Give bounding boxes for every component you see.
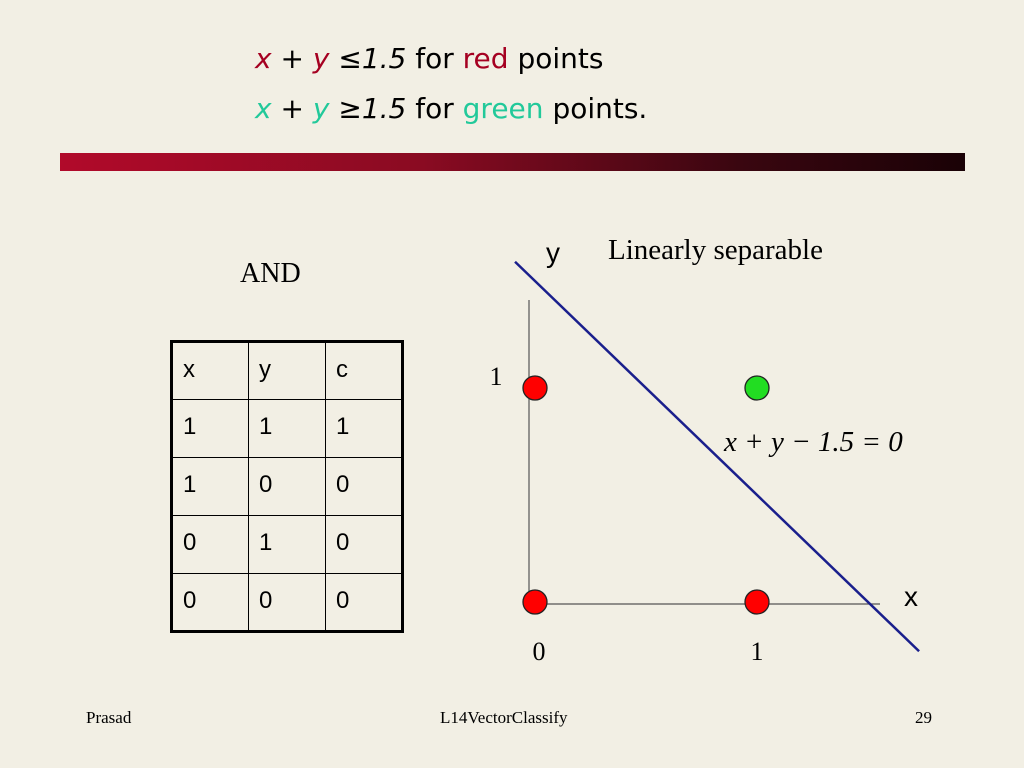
table-header-row: x y c (171, 341, 403, 400)
red-data-point (522, 589, 548, 615)
decision-boundary-group (514, 260, 920, 653)
table-row: 1 0 0 (171, 457, 403, 516)
header2-y: y (312, 92, 330, 125)
header1-color-word: red (462, 42, 509, 75)
table-cell: 1 (171, 399, 249, 458)
header1-x: x (255, 42, 272, 75)
header2-op: ≥ (338, 92, 362, 125)
footer-title: L14VectorClassify (440, 708, 568, 727)
header2-plus: + (280, 92, 304, 125)
footer-page-number: 29 (915, 708, 932, 727)
header1-rest: points (517, 42, 604, 75)
x-tick-label: 1 (751, 637, 764, 666)
table-cell: 0 (248, 573, 326, 632)
header-line-1: x + y ≤1.5 for red points (255, 42, 603, 75)
header2-color-word: green (462, 92, 544, 125)
table-cell: 1 (171, 457, 249, 516)
table-header-cell: x (171, 341, 249, 400)
header1-val: 1.5 (361, 42, 407, 75)
chart-title: Linearly separable (608, 234, 823, 266)
y-tick-label: 1 (490, 362, 503, 391)
table-row: 1 1 1 (171, 399, 403, 458)
boundary-equation: x + y − 1.5 = 0 (723, 426, 903, 458)
x-tick-label: 0 (533, 637, 546, 666)
table-header-cell: y (248, 341, 326, 400)
table-row: 0 1 0 (171, 515, 403, 574)
red-data-point (522, 375, 548, 401)
table-cell: 0 (248, 457, 326, 516)
table-cell: 1 (325, 399, 403, 458)
header2-for: for (415, 92, 454, 125)
header1-op: ≤ (338, 42, 362, 75)
header2-val: 1.5 (361, 92, 407, 125)
truth-table: x y c 1 1 1 1 0 0 0 1 0 0 0 0 (170, 340, 404, 633)
footer-author: Prasad (86, 708, 132, 727)
table-cell: 0 (325, 573, 403, 632)
header-line-2: x + y ≥1.5 for green points. (255, 92, 647, 125)
plot-axes (528, 300, 880, 605)
header2-x: x (255, 92, 272, 125)
decision-boundary-line (514, 260, 920, 653)
table-cell: 0 (325, 457, 403, 516)
table-cell: 1 (248, 515, 326, 574)
header1-plus: + (280, 42, 304, 75)
table-title: AND (240, 258, 301, 289)
title-divider-bar (60, 153, 965, 171)
header1-for: for (415, 42, 454, 75)
table-row: 0 0 0 (171, 573, 403, 632)
red-data-point (744, 589, 770, 615)
x-axis-label: x (904, 581, 918, 612)
header1-y: y (312, 42, 330, 75)
data-points-group (522, 375, 770, 615)
plot-labels-group: y x Linearly separable 0 1 1 x + y − 1.5 = 0 (490, 234, 919, 666)
table-cell: 0 (325, 515, 403, 574)
header2-rest: points. (552, 92, 648, 125)
y-axis-label: y (546, 237, 560, 268)
green-data-point (744, 375, 770, 401)
